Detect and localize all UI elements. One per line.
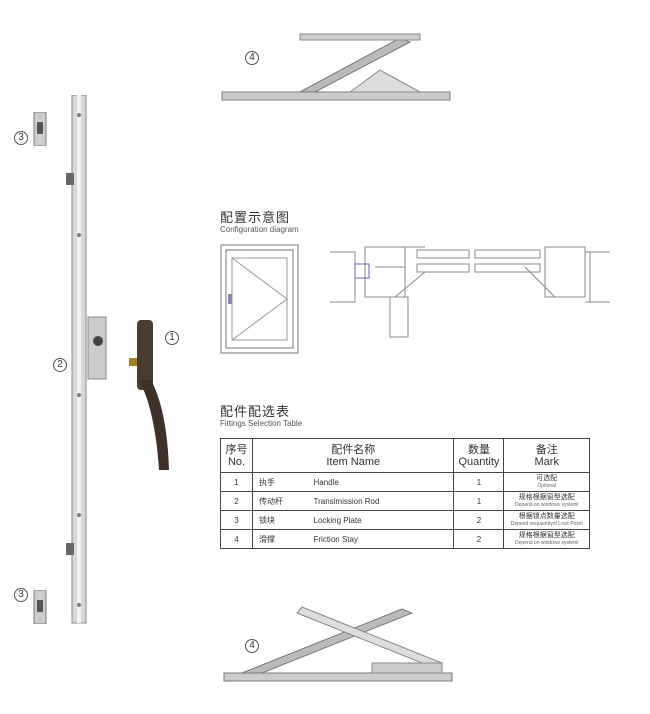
- header-qty-cn: 数量: [467, 443, 490, 456]
- header-qty-en: Quantity: [458, 455, 500, 468]
- cell-name-cn: 滑撑: [252, 529, 308, 549]
- cell-qty: 2: [453, 529, 505, 549]
- mark-en: Optional: [537, 483, 557, 489]
- cell-qty: 2: [453, 510, 505, 530]
- friction-stay-top-image: [221, 33, 451, 101]
- mark-cn: 规格根据窗型选配: [518, 532, 575, 539]
- header-item-en: Item Name: [326, 455, 381, 468]
- cell-name-en: Transimission Rod: [307, 491, 455, 511]
- cell-name-en: Locking Plate: [307, 510, 455, 530]
- cell-name-cn: 执手: [252, 472, 308, 492]
- cell-name-cn: 传动杆: [252, 491, 308, 511]
- cell-no: 3: [220, 510, 253, 530]
- label-handle: 1: [165, 331, 179, 345]
- cell-name-en: Handle: [307, 472, 455, 492]
- header-no-cn: 序号: [225, 443, 248, 456]
- cell-no: 2: [220, 491, 253, 511]
- label-stay-bottom: 4: [245, 639, 259, 653]
- locking-plate-top-image: [33, 112, 47, 146]
- transmission-rod-image: [66, 95, 107, 624]
- config-title-en: Configuration diagram: [220, 225, 299, 234]
- friction-stay-bottom-image: [223, 606, 453, 682]
- mark-en: Depend on windows systeml: [515, 540, 579, 546]
- cell-name-cn: 锁块: [252, 510, 308, 530]
- mark-en: Depend onquantityof Lock Pointl: [510, 521, 583, 527]
- mark-cn: 根据锁点数量选配: [518, 513, 575, 520]
- mark-cn: 可选配: [536, 475, 558, 482]
- header-no-en: No.: [227, 455, 246, 468]
- header-mark-en: Mark: [534, 455, 559, 468]
- header-item-cn: 配件名称: [331, 443, 376, 456]
- mark-cn: 规格根据窗型选配: [518, 494, 575, 501]
- fittings-title-en: Fittings Selection Table: [220, 419, 303, 428]
- locking-plate-bottom-image: [33, 590, 47, 624]
- cell-qty: 1: [453, 472, 505, 492]
- fittings-title-cn: 配件配选表: [220, 404, 291, 419]
- label-lock-plate-top: 3: [14, 131, 28, 145]
- window-elevation-diagram: [220, 244, 299, 354]
- label-lock-plate-bottom: 3: [14, 588, 28, 602]
- cell-no: 4: [220, 529, 253, 549]
- handle-image: [129, 320, 169, 470]
- header-mark-cn: 备注: [535, 443, 558, 456]
- cell-name-en: Friction Stay: [307, 529, 455, 549]
- label-rod: 2: [53, 358, 67, 372]
- label-stay-top: 4: [245, 51, 259, 65]
- mark-en: Depend on windows systeml: [515, 502, 579, 508]
- section-profile-diagram: [330, 246, 610, 338]
- config-title-cn: 配置示意图: [220, 210, 291, 225]
- cell-no: 1: [220, 472, 253, 492]
- cell-qty: 1: [453, 491, 505, 511]
